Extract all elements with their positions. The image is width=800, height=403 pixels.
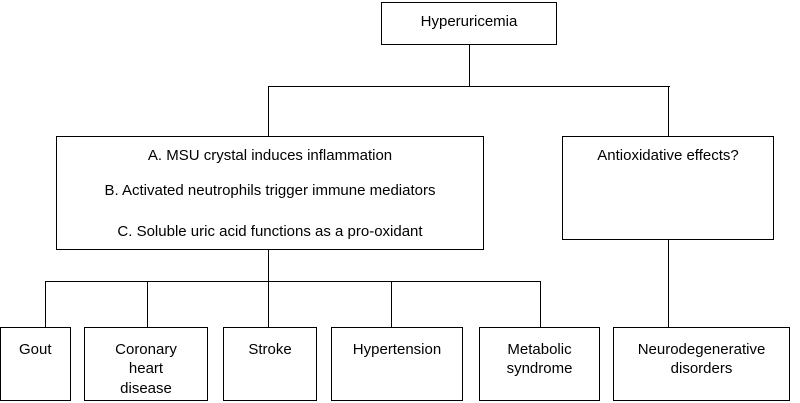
metabolic-line-1: Metabolic: [507, 341, 572, 358]
gout-box: Gout: [0, 327, 71, 401]
hyperuricemia-label: Hyperuricemia: [420, 13, 518, 30]
connector-to-coronary: [147, 281, 149, 328]
mechanism-b: B. Activated neutrophils trigger immune …: [104, 182, 436, 199]
connector-to-mechanisms: [268, 86, 270, 137]
gout-label: Gout: [19, 341, 52, 358]
hypertension-label: Hypertension: [352, 341, 442, 358]
mechanism-c: C. Soluble uric acid functions as a pro-…: [117, 223, 423, 240]
neuro-line-2: disorders: [670, 360, 733, 377]
connector-root-down: [469, 44, 471, 87]
coronary-line-3: disease: [120, 380, 172, 397]
antioxidative-label: Antioxidative effects?: [597, 147, 739, 164]
hyperuricemia-box: Hyperuricemia: [381, 2, 557, 45]
mechanisms-box: A. MSU crystal induces inflammation B. A…: [56, 136, 484, 250]
stroke-label: Stroke: [248, 341, 292, 358]
coronary-heart-disease-box: Coronary heart disease: [84, 327, 208, 401]
connector-to-neuro: [668, 239, 670, 328]
connector-to-gout: [45, 281, 47, 328]
connector-to-antioxidative: [668, 86, 670, 137]
connector-outcomes-branch: [45, 281, 541, 283]
connector-mechanisms-down: [268, 249, 270, 282]
metabolic-line-2: syndrome: [506, 360, 573, 377]
coronary-line-2: heart: [128, 360, 164, 377]
mechanism-a: A. MSU crystal induces inflammation: [147, 147, 393, 164]
connector-root-branch: [268, 86, 670, 88]
coronary-line-1: Coronary: [115, 341, 177, 358]
metabolic-syndrome-box: Metabolic syndrome: [479, 327, 600, 401]
stroke-box: Stroke: [223, 327, 317, 401]
connector-to-stroke: [268, 281, 270, 328]
hypertension-box: Hypertension: [331, 327, 463, 401]
neurodegenerative-disorders-box: Neurodegenerative disorders: [613, 327, 790, 401]
connector-to-metabolic: [540, 281, 542, 328]
neuro-line-1: Neurodegenerative: [637, 341, 766, 358]
antioxidative-box: Antioxidative effects?: [562, 136, 774, 240]
connector-to-hypertension: [391, 281, 393, 328]
